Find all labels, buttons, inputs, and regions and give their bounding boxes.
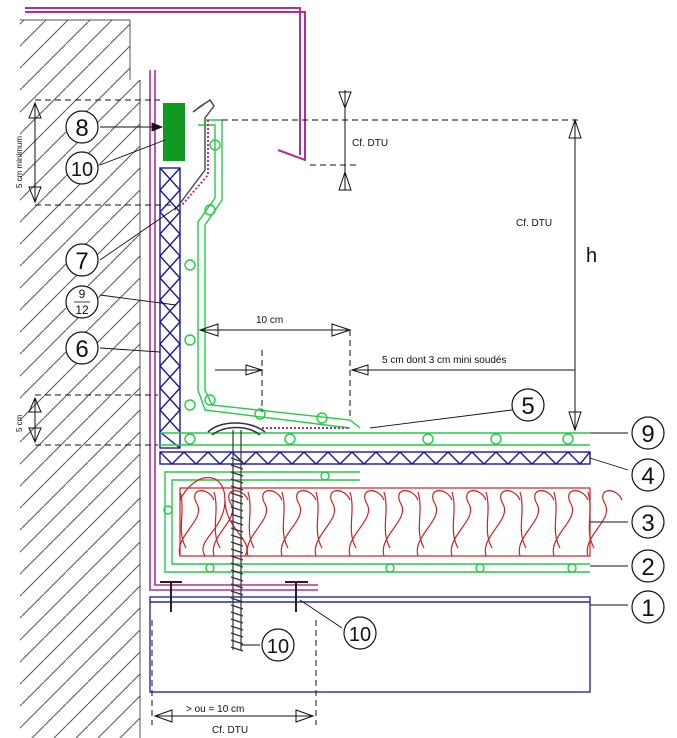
callout-9: 9 — [631, 416, 665, 450]
insulation-loop — [485, 491, 493, 549]
insulation-loop — [587, 491, 595, 549]
svg-text:8: 8 — [75, 115, 88, 142]
screw-thread — [230, 611, 244, 617]
screw-thread — [230, 485, 244, 491]
screw-thread — [230, 478, 244, 484]
svg-text:2: 2 — [641, 554, 654, 581]
callout-2: 2 — [631, 549, 665, 583]
svg-text:10: 10 — [349, 624, 371, 646]
dim-cf-dtu-bottom: Cf. DTU — [212, 725, 248, 736]
cover-profile — [174, 99, 215, 211]
screw-thread — [230, 506, 244, 512]
insulation-loop — [247, 491, 255, 549]
wall-vapor-barrier — [149, 70, 318, 591]
top-flashing — [25, 7, 306, 162]
screw-thread — [230, 499, 244, 505]
svg-text:7: 7 — [75, 248, 88, 275]
screw-thread — [230, 464, 244, 470]
dimension-lines — [28, 90, 582, 725]
svg-text:5: 5 — [521, 393, 534, 420]
insulation-loop — [281, 491, 289, 549]
callout-3: 3 — [631, 505, 665, 539]
screw-thread — [230, 590, 244, 596]
svg-text:9: 9 — [641, 421, 654, 448]
callout-8: 8 — [65, 110, 99, 144]
screw-thread — [230, 604, 244, 610]
dim-5cm-weld: 5 cm dont 3 cm mini soudés — [382, 355, 507, 366]
masonry-wall — [20, 19, 141, 738]
svg-text:3: 3 — [641, 510, 654, 537]
callout-10-screw: 10 — [261, 628, 295, 662]
svg-text:10: 10 — [267, 636, 289, 658]
screw-thread — [230, 548, 244, 554]
svg-text:9: 9 — [79, 287, 86, 301]
screw-thread — [230, 625, 244, 631]
insulation-loop — [213, 491, 221, 549]
svg-text:4: 4 — [641, 463, 654, 490]
screw-thread — [230, 583, 244, 589]
fixing-screw — [230, 430, 244, 652]
screw-thread — [230, 632, 244, 638]
callout-1: 1 — [631, 590, 665, 624]
insulation-loop — [315, 491, 323, 549]
screw-thread — [230, 534, 244, 540]
insulation-loop — [451, 491, 459, 549]
svg-text:10: 10 — [71, 159, 93, 181]
screw-thread — [230, 457, 244, 463]
screw-thread — [230, 527, 244, 533]
weld-strip — [181, 120, 350, 429]
dim-cf-dtu-top: Cf. DTU — [352, 138, 388, 149]
screw-thread — [230, 618, 244, 624]
insulation-loop — [519, 491, 527, 549]
screw-thread — [230, 639, 244, 645]
screw-thread — [230, 520, 244, 526]
callout-leaders — [99, 122, 629, 646]
screw-thread — [230, 555, 244, 561]
screw-thread — [230, 597, 244, 603]
callout-10-bracket: 10 — [343, 616, 377, 650]
dim-ge-10cm: > ou = 10 cm — [186, 704, 244, 715]
insulation-loop — [553, 491, 561, 549]
insulation-loop — [383, 491, 391, 549]
insulation-loop — [179, 491, 187, 549]
callout-6: 6 — [65, 331, 99, 365]
screw-thread — [230, 569, 244, 575]
dim-cf-dtu-side: Cf. DTU — [516, 218, 552, 229]
metal-profile-block — [163, 103, 185, 161]
deck-brackets — [160, 581, 308, 612]
callout-9-12: 9 12 — [65, 285, 99, 319]
vapor-barrier-layer — [163, 471, 590, 573]
callout-5: 5 — [511, 388, 545, 422]
callout-7: 7 — [65, 243, 99, 277]
callout-4: 4 — [631, 458, 665, 492]
upstand-insulation — [158, 167, 181, 449]
dim-5cm: 5 cm — [15, 414, 24, 432]
deck-insulation-board — [159, 451, 591, 466]
svg-text:6: 6 — [75, 336, 88, 363]
insulation-loop — [349, 491, 357, 549]
structural-deck — [149, 596, 591, 693]
screw-thread — [230, 562, 244, 568]
roof-field-membrane — [160, 432, 590, 446]
dim-h: h — [586, 245, 597, 267]
callout-10-top: 10 — [65, 151, 99, 185]
screw-thread — [230, 471, 244, 477]
screw-thread — [230, 492, 244, 498]
insulation-loop — [417, 491, 425, 549]
insulation-loops — [178, 490, 623, 557]
screw-thread — [230, 646, 244, 652]
dim-10cm: 10 cm — [256, 315, 283, 326]
fixing-washer — [207, 422, 266, 436]
dim-5cm-minimum: 5 cm minimum — [15, 136, 24, 188]
screw-thread — [230, 541, 244, 547]
svg-text:1: 1 — [641, 595, 654, 622]
upstand-membrane — [184, 119, 361, 429]
screw-thread — [230, 513, 244, 519]
svg-text:12: 12 — [75, 303, 89, 317]
screw-thread — [230, 576, 244, 582]
